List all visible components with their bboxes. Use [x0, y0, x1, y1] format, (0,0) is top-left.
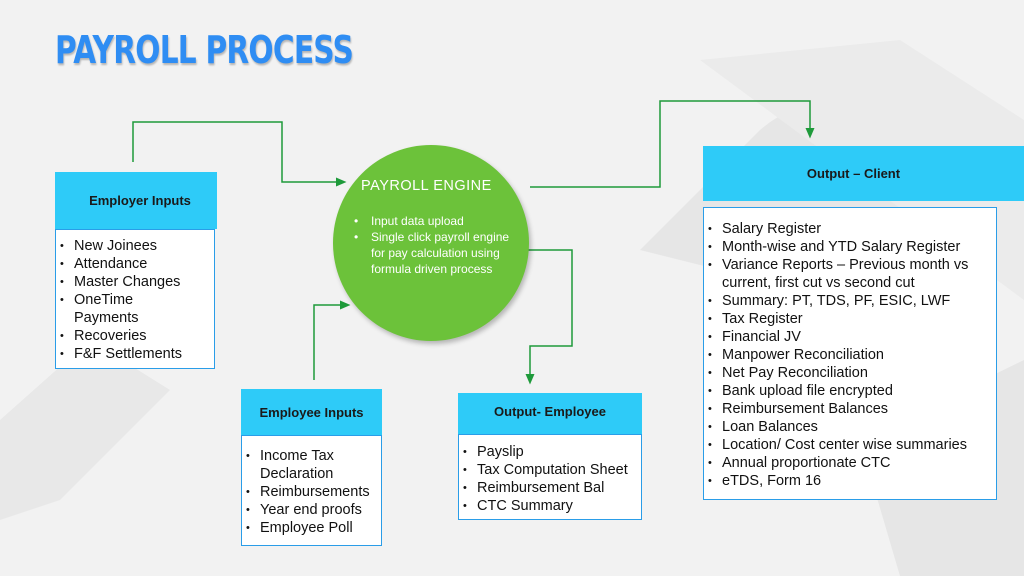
- list-item: Reimbursement Bal: [459, 479, 641, 497]
- output-client-title: Output – Client: [806, 166, 901, 181]
- list-item: Net Pay Reconciliation: [704, 364, 996, 382]
- list-item: Reimbursements: [242, 483, 381, 501]
- list-item: Bank upload file encrypted: [704, 382, 996, 400]
- employer-inputs-header: Employer Inputs: [55, 172, 217, 229]
- list-item: Payslip: [459, 443, 641, 461]
- output-employee-header: Output- Employee: [458, 393, 642, 434]
- list-item: Year end proofs: [242, 501, 381, 519]
- connector-employee-to-engine: [313, 300, 351, 380]
- payroll-engine-title: PAYROLL ENGINE: [361, 178, 492, 194]
- list-item: eTDS, Form 16: [704, 472, 996, 490]
- connector-employer-to-engine: [132, 121, 347, 187]
- list-item: Tax Register: [704, 310, 996, 328]
- list-item: Employee Poll: [242, 519, 381, 537]
- list-item: Salary Register: [704, 220, 996, 238]
- output-employee-panel: Payslip Tax Computation Sheet Reimbursem…: [458, 434, 642, 520]
- list-item: OneTime Payments: [56, 291, 154, 327]
- list-item: Month-wise and YTD Salary Register: [704, 238, 996, 256]
- list-item: Manpower Reconciliation: [704, 346, 996, 364]
- list-item: Summary: PT, TDS, PF, ESIC, LWF: [704, 292, 996, 310]
- employer-inputs-title: Employer Inputs: [89, 193, 191, 208]
- connector-engine-to-client: [530, 100, 815, 188]
- output-employee-title: Output- Employee: [494, 404, 606, 419]
- list-item: Input data upload: [351, 213, 511, 229]
- list-item: Variance Reports – Previous month vs cur…: [704, 256, 984, 292]
- employee-inputs-panel: Income Tax Declaration Reimbursements Ye…: [241, 435, 382, 546]
- output-client-panel: Salary Register Month-wise and YTD Salar…: [703, 207, 997, 500]
- list-item: CTC Summary: [459, 497, 641, 515]
- employer-inputs-panel: New Joinees Attendance Master Changes On…: [55, 229, 215, 369]
- list-item: New Joinees: [56, 237, 214, 255]
- list-item: Attendance: [56, 255, 214, 273]
- list-item: Recoveries: [56, 327, 214, 345]
- employee-inputs-header: Employee Inputs: [241, 389, 382, 435]
- list-item: Single click payroll engine for pay calc…: [351, 229, 511, 277]
- list-item: Tax Computation Sheet: [459, 461, 641, 479]
- employee-inputs-title: Employee Inputs: [259, 404, 364, 420]
- list-item: F&F Settlements: [56, 345, 214, 363]
- list-item: Master Changes: [56, 273, 214, 291]
- payroll-engine-circle: PAYROLL ENGINE Input data upload Single …: [333, 145, 529, 341]
- list-item: Loan Balances: [704, 418, 996, 436]
- list-item: Income Tax Declaration: [242, 447, 360, 483]
- list-item: Location/ Cost center wise summaries: [704, 436, 996, 454]
- list-item: Annual proportionate CTC: [704, 454, 996, 472]
- page-title: PAYROLL PROCESS: [55, 28, 354, 72]
- output-client-header: Output – Client: [703, 146, 1024, 201]
- list-item: Reimbursement Balances: [704, 400, 996, 418]
- list-item: Financial JV: [704, 328, 996, 346]
- connector-engine-to-employee-output: [522, 249, 573, 385]
